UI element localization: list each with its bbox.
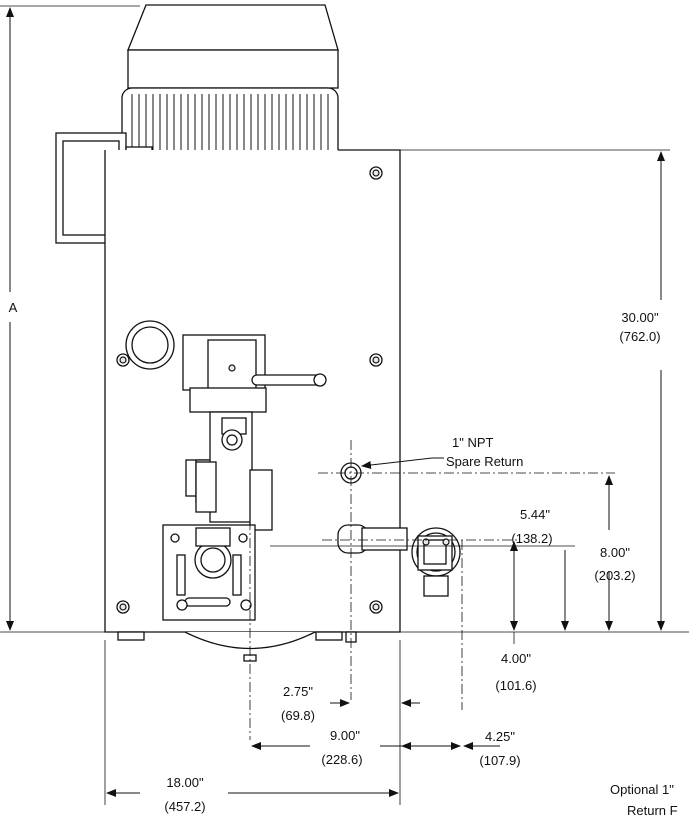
dim-1800-label: 18.00" bbox=[166, 775, 204, 790]
dim-275-mm-label: (69.8) bbox=[281, 708, 315, 723]
dim-400-mm-label: (101.6) bbox=[495, 678, 536, 693]
dim-425-mm-label: (107.9) bbox=[479, 753, 520, 768]
dim-275-label: 2.75" bbox=[283, 684, 313, 699]
dim-900-label: 9.00" bbox=[330, 728, 360, 743]
dim-425-label: 4.25" bbox=[485, 729, 515, 744]
dim-800-mm-label: (203.2) bbox=[594, 568, 635, 583]
dim-544-mm-label: (138.2) bbox=[511, 531, 552, 546]
dim-30-mm-label: (762.0) bbox=[619, 329, 660, 344]
dim-1800-mm-label: (457.2) bbox=[164, 799, 205, 814]
dim-544-label: 5.44" bbox=[520, 507, 550, 522]
optional-return-label-line1: Optional 1" bbox=[610, 782, 674, 797]
dim-30-label: 30.00" bbox=[621, 310, 659, 325]
dim-a-label: A bbox=[9, 300, 18, 315]
dim-900-mm-label: (228.6) bbox=[321, 752, 362, 767]
pump-assembly bbox=[125, 320, 327, 621]
dim-400-label: 4.00" bbox=[501, 651, 531, 666]
dim-800-label: 8.00" bbox=[600, 545, 630, 560]
npt-label-line2: Spare Return bbox=[446, 454, 523, 469]
optional-return-label-line2: Return F bbox=[627, 803, 678, 818]
npt-label-line1: 1" NPT bbox=[452, 435, 494, 450]
